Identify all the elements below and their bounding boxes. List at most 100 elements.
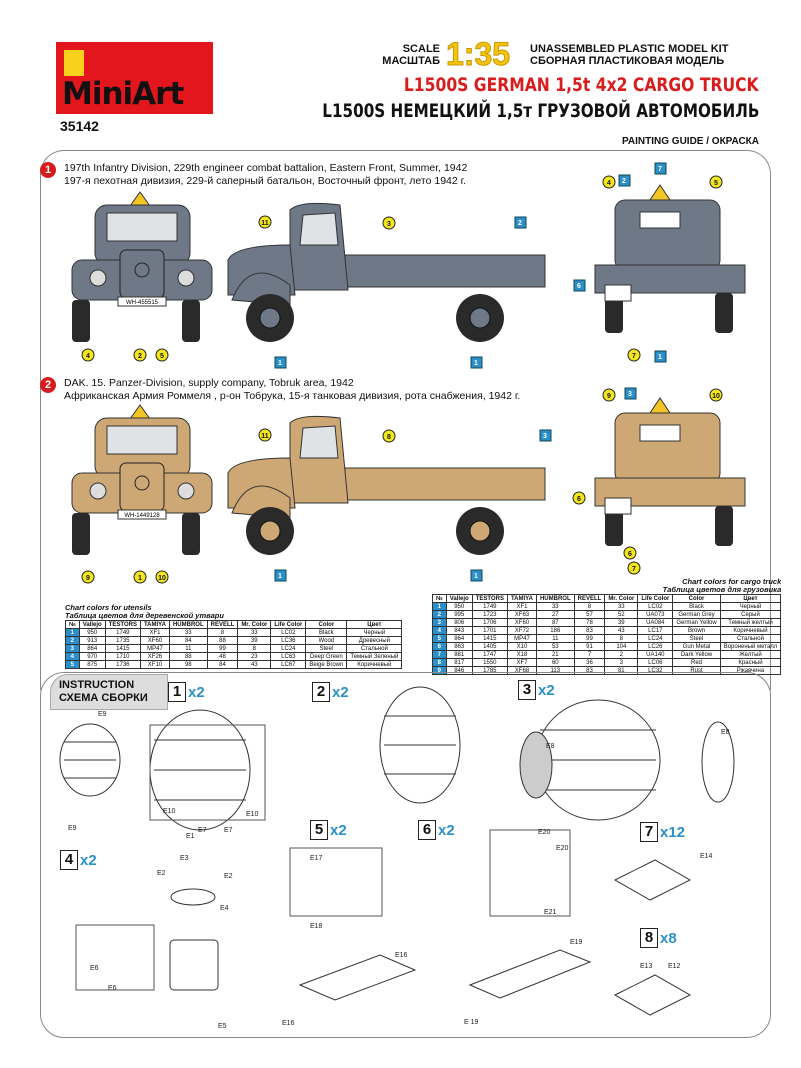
- color-callout: [133, 348, 147, 362]
- color-callout: [623, 546, 637, 560]
- callout-number: 1: [474, 360, 478, 367]
- part-label: E18: [310, 923, 323, 930]
- color-callout: [382, 216, 396, 230]
- callout-number: 6: [577, 496, 581, 503]
- color-callout: [382, 429, 396, 443]
- callout-number: 7: [632, 566, 636, 573]
- color-callout: [709, 388, 723, 402]
- windshield: [106, 425, 178, 455]
- color-callout: [514, 216, 527, 229]
- quantity-multiplier: x8: [660, 929, 677, 947]
- color-callout: [618, 174, 631, 187]
- tray-part: [468, 949, 592, 999]
- callout-number: 4: [86, 353, 90, 360]
- color-callout: [274, 569, 287, 582]
- detail-inset: [489, 829, 571, 917]
- hub: [259, 520, 281, 542]
- quantity-multiplier: x2: [330, 821, 347, 839]
- crate-part: [613, 859, 692, 901]
- step-number: 4: [60, 850, 78, 870]
- scheme-number: 2: [40, 377, 56, 393]
- table-cell: XF10: [139, 660, 170, 669]
- callout-number: 9: [86, 575, 90, 582]
- part-label: E20: [538, 829, 551, 836]
- wheel: [605, 293, 623, 333]
- callout-number: 3: [543, 433, 547, 440]
- step-number: 6: [418, 820, 436, 840]
- part-label: E19: [570, 939, 583, 946]
- cargo-bed: [344, 467, 546, 501]
- callout-number: 1: [138, 575, 142, 582]
- color-callout: [81, 570, 95, 584]
- rear-view: [594, 184, 746, 333]
- callout-number: 10: [712, 393, 720, 400]
- callout-number: 2: [518, 220, 522, 227]
- part-label: E9: [68, 825, 77, 832]
- hub: [469, 520, 491, 542]
- section-title: PAINTING GUIDE / ОКРАСКА: [621, 136, 759, 147]
- color-callout: [274, 356, 287, 369]
- color-callout: [470, 569, 483, 582]
- wheel: [182, 300, 200, 342]
- mercedes-star: [134, 475, 150, 491]
- part-label: E2: [224, 873, 233, 880]
- scheme-1-caption: 1 197th Infantry Division, 229th enginee…: [40, 162, 467, 188]
- part-label: E16: [395, 952, 408, 959]
- table-cell: XF68: [506, 666, 537, 675]
- color-callout: [573, 279, 586, 292]
- scheme-number: 1: [40, 162, 56, 178]
- color-callout: [155, 348, 169, 362]
- callout-number: 10: [158, 575, 166, 582]
- part-label: E17: [310, 855, 323, 862]
- quantity-multiplier: x2: [538, 681, 555, 699]
- color-callout: [602, 175, 616, 189]
- lid-part: [519, 731, 553, 799]
- part-label: E2: [157, 870, 166, 877]
- part-label: E1: [186, 833, 195, 840]
- part-label: E7: [198, 827, 207, 834]
- side-view: [227, 202, 546, 342]
- table-cell: 1785: [471, 666, 508, 675]
- part-label: E14: [700, 853, 713, 860]
- part-label: E16: [282, 1020, 295, 1027]
- callout-number: 1: [278, 360, 282, 367]
- side-view: [227, 415, 546, 555]
- table-cell: Коричневый: [346, 660, 403, 669]
- table-cell: 81: [604, 666, 639, 675]
- callout-number: 6: [628, 551, 632, 558]
- windshield: [106, 212, 178, 242]
- kit-number: 35142: [60, 118, 99, 134]
- pedestal-part: [169, 939, 219, 991]
- instruction-panel: [40, 672, 771, 1038]
- wheel: [605, 506, 623, 546]
- headlight: [177, 269, 195, 287]
- wheel: [182, 513, 200, 555]
- miniart-logo: MiniArt: [56, 42, 213, 114]
- callout-number: 2: [622, 178, 626, 185]
- part-label: E10: [246, 811, 259, 818]
- rear-plate: [604, 284, 632, 302]
- quantity-multiplier: x12: [660, 823, 686, 841]
- color-callout: [258, 215, 272, 229]
- mercedes-star: [134, 262, 150, 278]
- rear-view: [594, 397, 746, 546]
- table-cell: 113: [535, 666, 575, 675]
- callout-number: 11: [261, 433, 269, 440]
- part-label: E 19: [464, 1019, 479, 1026]
- scale-ratio: 1:35: [445, 36, 511, 73]
- part-label: E8: [721, 729, 730, 736]
- part-label: E12: [668, 963, 681, 970]
- callout-number: 1: [474, 573, 478, 580]
